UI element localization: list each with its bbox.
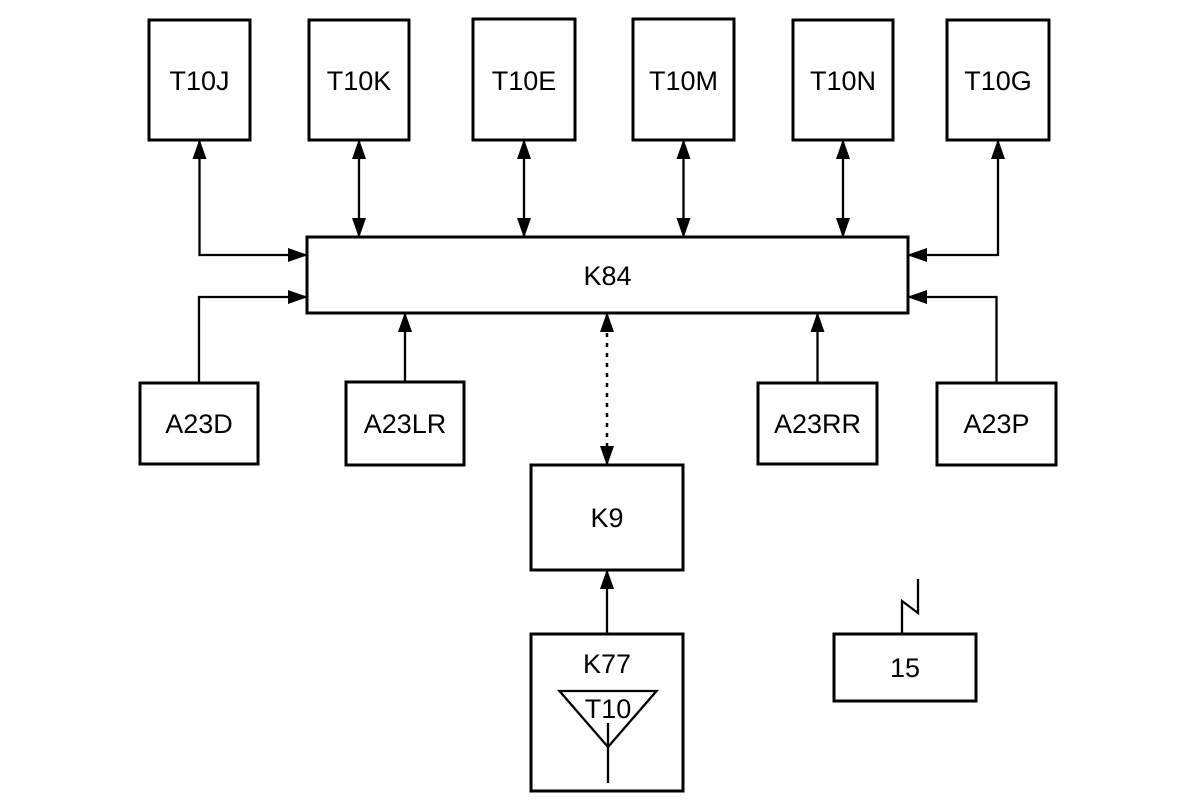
- node-t10j: [147, 18, 252, 142]
- edge-k84-t10g: [907, 139, 1005, 262]
- node-t10m: [631, 17, 736, 142]
- antenna-symbol: T10: [556, 689, 660, 783]
- node-a23rr: [756, 381, 879, 466]
- node-k9-label: K9: [590, 503, 623, 533]
- node-t10e: [471, 17, 577, 142]
- node-a23lr: [344, 380, 466, 467]
- node-a23d-label: A23D: [165, 409, 233, 439]
- node-a23p-label: A23P: [963, 409, 1029, 439]
- node-k9: [529, 463, 685, 572]
- node-t10j-label: T10J: [169, 66, 229, 96]
- edge-a23d-k84: [197, 290, 308, 383]
- node-a23p: [935, 381, 1058, 467]
- terminal-15-zigzag-icon: [900, 579, 920, 634]
- node-t10g: [945, 18, 1051, 142]
- edge-a23p-k84: [907, 290, 998, 383]
- antenna-triangle-icon: [556, 689, 660, 749]
- node-a23rr-label: A23RR: [774, 409, 861, 439]
- node-a23d: [138, 381, 260, 466]
- edge-k84-t10j: [192, 139, 308, 262]
- node-k84-label: K84: [583, 261, 631, 291]
- node-terminal-15: [832, 632, 978, 703]
- node-t10n: [791, 18, 895, 142]
- edges: [192, 139, 1005, 634]
- antenna-label: T10: [585, 694, 632, 724]
- node-t10n-label: T10N: [810, 66, 876, 96]
- node-k84: [305, 235, 910, 315]
- node-t10m-label: T10M: [649, 66, 718, 96]
- node-t10g-label: T10G: [964, 66, 1032, 96]
- node-t10k-label: T10K: [327, 66, 392, 96]
- nodes: T10J T10K T10E T10M T10N T10G K84 A23D A…: [138, 17, 1058, 793]
- node-terminal-15-label: 15: [890, 653, 920, 683]
- node-k77-label: K77: [583, 649, 631, 679]
- node-t10k: [307, 18, 411, 142]
- node-a23lr-label: A23LR: [364, 409, 447, 439]
- node-t10e-label: T10E: [492, 66, 557, 96]
